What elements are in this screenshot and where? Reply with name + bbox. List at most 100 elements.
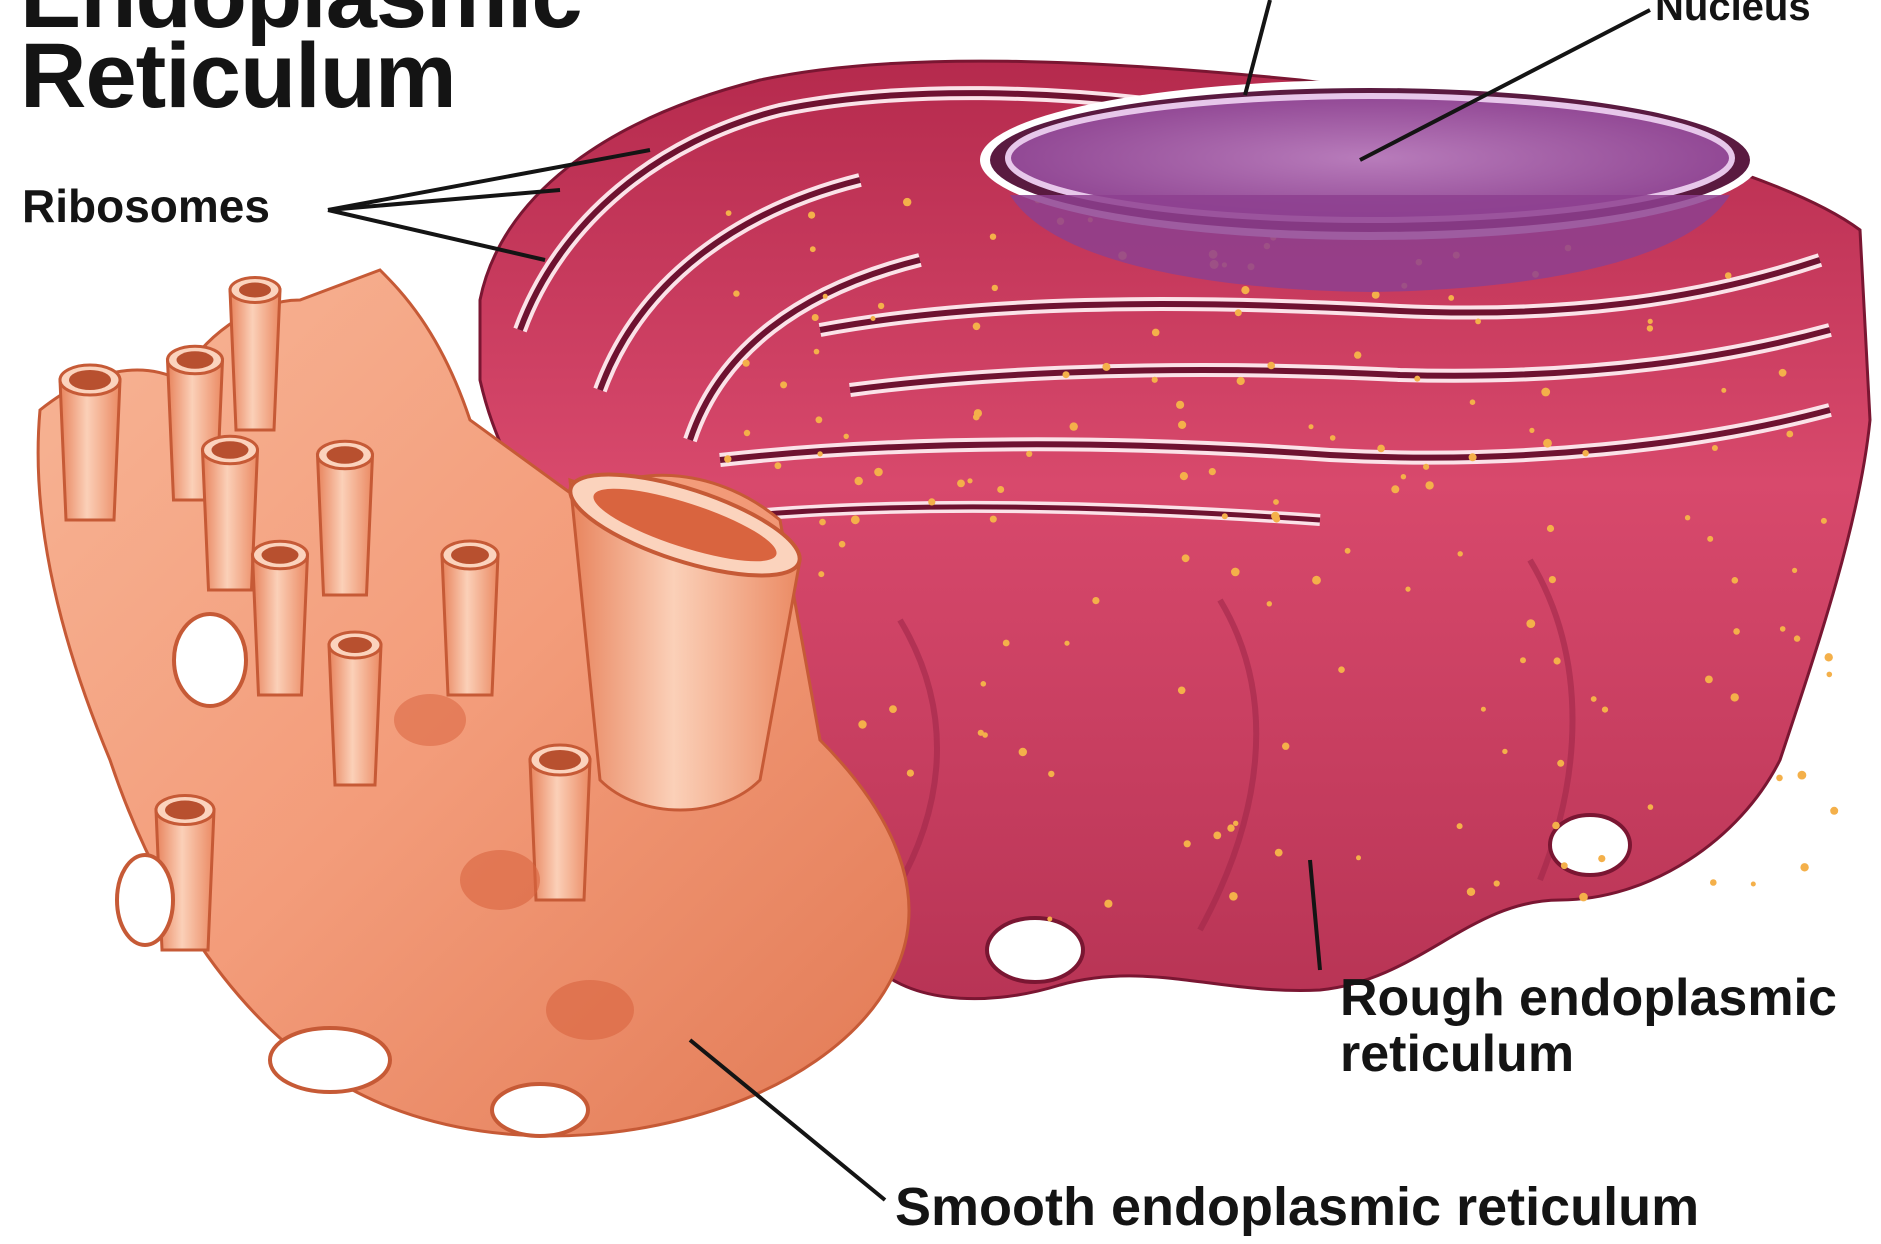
ribosome-dot xyxy=(1233,821,1238,826)
smooth-er-tubule xyxy=(318,455,373,595)
ribosome-dot xyxy=(1178,687,1186,695)
ribosome-dot xyxy=(1019,748,1027,756)
ribosome-dot xyxy=(903,198,911,206)
ribosome-dot xyxy=(819,519,826,526)
ribosome-dot xyxy=(1502,749,1507,754)
ribosome-dot xyxy=(981,681,987,687)
ribosome-dot xyxy=(726,210,732,216)
ribosome-dot xyxy=(1312,576,1321,585)
ribosome-dot xyxy=(1338,666,1345,673)
ribosome-dot xyxy=(855,477,863,485)
ribosome-dot xyxy=(1330,435,1336,441)
rough-er-label-line-1: Rough endoplasmic xyxy=(1340,970,1837,1026)
ribosome-dot xyxy=(814,349,820,355)
ribosome-dot xyxy=(1213,832,1221,840)
rough-er-label-line-2: reticulum xyxy=(1340,1026,1837,1082)
ribosome-dot xyxy=(1345,548,1351,554)
ribosome-dot xyxy=(1549,576,1556,583)
ribosome-dot xyxy=(724,455,731,462)
ribosome-dot xyxy=(1731,693,1739,701)
ribosome-dot xyxy=(1529,428,1534,433)
ribosome-dot xyxy=(1582,450,1588,456)
ribosome-dot xyxy=(1275,849,1283,857)
ribosome-dot xyxy=(1178,421,1186,429)
smooth-er-opening-1 xyxy=(174,614,246,706)
ribosome-dot xyxy=(1579,893,1588,902)
smooth-er-label: Smooth endoplasmic reticulum xyxy=(895,1178,1699,1236)
ribosome-dot xyxy=(1092,597,1099,604)
ribosome-dot xyxy=(1469,453,1477,461)
ribosome-dot xyxy=(907,770,914,777)
smooth-er-tubule-lumen xyxy=(327,446,364,464)
smooth-er-tubule-lumen xyxy=(212,441,249,459)
ribosome-dot xyxy=(775,462,782,469)
ribosome-dot xyxy=(1779,369,1787,377)
ribosome-dot xyxy=(744,430,750,436)
ribosome-dot xyxy=(1377,445,1385,453)
ribosome-dot xyxy=(1267,362,1275,370)
ribosome-dot xyxy=(1721,388,1726,393)
ribosome-dot xyxy=(1273,515,1280,522)
ribosome-dot xyxy=(871,316,876,321)
ribosome-dot xyxy=(1648,804,1654,810)
ribosome-dot xyxy=(1541,388,1550,397)
ribosome-dot xyxy=(1104,900,1112,908)
ribosome-dot xyxy=(1152,377,1158,383)
ribosome-dot xyxy=(1184,840,1191,847)
ribosome-dot xyxy=(844,434,849,439)
ribosome-dot xyxy=(1282,743,1289,750)
ribosome-dot xyxy=(1557,760,1564,767)
smooth-er-tubule-lumen xyxy=(165,801,205,820)
ribosome-dot xyxy=(858,720,866,728)
ribosome-dot xyxy=(1064,641,1069,646)
ribosome-dot xyxy=(780,381,787,388)
smooth-er-tubule-lumen xyxy=(338,637,372,653)
ribosome-dot xyxy=(1598,855,1605,862)
ribosome-dot xyxy=(1176,401,1184,409)
ribosome-dot xyxy=(733,290,739,296)
smooth-er-tubule-lumen xyxy=(177,351,214,369)
ribosome-dot xyxy=(743,360,750,367)
ribosome-dot xyxy=(818,571,824,577)
ribosome-dot xyxy=(1425,481,1433,489)
smooth-er-tubule-lumen xyxy=(539,750,581,770)
ribosome-dot xyxy=(973,323,981,331)
ribosome-dot xyxy=(1470,399,1476,405)
ribosome-dot xyxy=(1647,325,1653,331)
ribosome-dot xyxy=(967,478,972,483)
ribosome-dot xyxy=(1725,272,1732,279)
ribosome-dot xyxy=(1475,319,1481,325)
ribosome-dot xyxy=(823,294,828,299)
rough-er-opening-1 xyxy=(987,918,1083,982)
smooth-er-tubule-lumen xyxy=(239,283,271,298)
ribosome-dot xyxy=(1180,472,1188,480)
ribosome-dot xyxy=(1003,640,1010,647)
ribosome-dot xyxy=(1391,485,1399,493)
ribosome-dot xyxy=(1229,892,1238,901)
ribosome-dot xyxy=(1222,513,1228,519)
smooth-er-tubule xyxy=(253,555,308,695)
ribosome-dot xyxy=(1543,439,1552,448)
ribosome-dot xyxy=(1448,295,1454,301)
smooth-er-shadow-1 xyxy=(460,850,540,910)
ribosome-dot xyxy=(1267,601,1272,606)
ribosome-dot xyxy=(1792,568,1797,573)
ribosome-dot xyxy=(1821,518,1827,524)
ribosome-dot xyxy=(1561,862,1568,869)
ribosome-dot xyxy=(973,414,980,421)
ribosome-dot xyxy=(808,212,815,219)
ribosome-dot xyxy=(812,314,819,321)
ribosome-dot xyxy=(928,498,935,505)
smooth-er-tubule xyxy=(442,555,498,695)
ribosome-dot xyxy=(1732,577,1739,584)
ribosomes-label: Ribosomes xyxy=(22,182,270,232)
ribosome-dot xyxy=(878,303,884,309)
rough-er-label: Rough endoplasmic reticulum xyxy=(1340,970,1837,1082)
ribosome-dot xyxy=(1648,319,1653,324)
smooth-er-tubule-lumen xyxy=(69,370,111,390)
ribosome-dot xyxy=(1458,551,1463,556)
ribosome-dot xyxy=(1047,917,1052,922)
ribosome-dot xyxy=(1710,879,1717,886)
ribosome-dot xyxy=(1526,619,1535,628)
